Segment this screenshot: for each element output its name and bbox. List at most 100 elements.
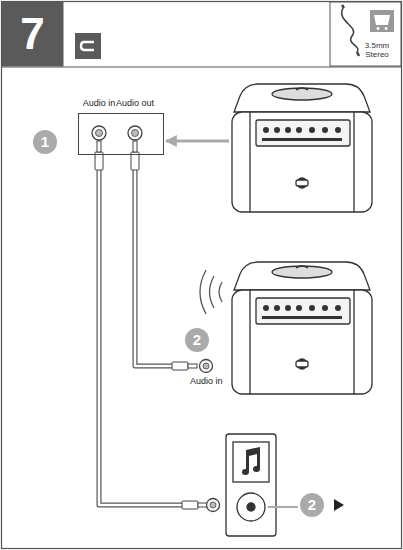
cable-icon-box bbox=[342, 5, 359, 56]
control-panel bbox=[262, 138, 342, 141]
jack-plug bbox=[182, 501, 198, 509]
step-label: 1 bbox=[41, 134, 49, 150]
speaker bbox=[256, 120, 350, 146]
connect-icon bbox=[75, 33, 101, 59]
jack-plug bbox=[188, 364, 197, 368]
audio-cable bbox=[99, 170, 190, 505]
control-panel bbox=[262, 305, 342, 319]
sound-waves bbox=[210, 276, 215, 308]
step-label: 2 bbox=[308, 497, 316, 513]
cable-icon-box bbox=[370, 10, 394, 32]
speaker bbox=[353, 290, 354, 394]
speaker bbox=[353, 112, 354, 212]
port-label: Audio in bbox=[189, 376, 224, 386]
music-player bbox=[226, 434, 276, 536]
speaker bbox=[232, 84, 372, 212]
port-label: Audio in bbox=[83, 99, 116, 108]
step-label: 2 bbox=[193, 332, 201, 348]
jack bbox=[128, 126, 142, 140]
audio-cable bbox=[135, 170, 180, 366]
port-label: Audio out bbox=[116, 99, 154, 108]
control-panel bbox=[262, 127, 342, 141]
jack-plug bbox=[95, 141, 207, 509]
callout-number: 2 bbox=[185, 328, 209, 352]
speaker bbox=[232, 290, 372, 394]
jack bbox=[132, 130, 139, 137]
speaker bbox=[234, 84, 370, 112]
step-tile bbox=[2, 2, 64, 67]
control-panel bbox=[322, 305, 328, 311]
jack-plug bbox=[97, 141, 101, 152]
sound-waves bbox=[200, 270, 222, 314]
music-note bbox=[242, 447, 260, 475]
step-label: 7 bbox=[20, 11, 44, 57]
control-panel bbox=[309, 305, 315, 311]
control-panel bbox=[274, 127, 280, 133]
control-panel bbox=[274, 305, 280, 311]
speaker bbox=[297, 178, 307, 188]
jack bbox=[200, 360, 213, 373]
pointer-arrow bbox=[166, 141, 229, 142]
audio-cable bbox=[99, 170, 190, 505]
cable-icon-box bbox=[330, 2, 401, 66]
jack-plug bbox=[172, 362, 188, 370]
control-panel bbox=[335, 305, 341, 311]
music-player bbox=[233, 442, 269, 482]
control-panel bbox=[296, 127, 302, 133]
control-panel bbox=[262, 316, 342, 319]
speaker bbox=[272, 88, 332, 100]
speaker bbox=[296, 266, 308, 268]
play-symbol bbox=[268, 506, 298, 508]
audio-cable bbox=[135, 170, 180, 366]
cable-icon-box bbox=[330, 2, 401, 66]
speaker bbox=[297, 359, 307, 369]
speaker bbox=[296, 361, 308, 367]
music-player bbox=[237, 493, 265, 521]
sound-waves bbox=[219, 282, 222, 302]
jack bbox=[96, 130, 103, 137]
page-frame bbox=[2, 66, 402, 67]
callout-number: 1 bbox=[33, 130, 57, 154]
speaker bbox=[232, 112, 372, 212]
step-number: 7 bbox=[2, 2, 63, 66]
callout-number: 2 bbox=[300, 493, 324, 517]
jack bbox=[210, 502, 216, 508]
sound-waves bbox=[200, 270, 206, 314]
cable-label: 3.5mm Stereo bbox=[359, 42, 395, 59]
audio-cable bbox=[99, 170, 190, 505]
control-panel bbox=[309, 127, 315, 133]
music-player bbox=[226, 434, 276, 536]
jack-plug bbox=[198, 503, 207, 507]
speaker bbox=[272, 266, 332, 278]
speaker bbox=[296, 180, 308, 186]
speaker bbox=[234, 262, 370, 290]
music-note bbox=[242, 447, 260, 475]
control-panel bbox=[296, 305, 302, 311]
cable-caption: 3.5mm Stereo bbox=[331, 36, 400, 65]
control-panel bbox=[285, 305, 291, 311]
control-panel bbox=[335, 127, 341, 133]
play-symbol bbox=[334, 499, 344, 511]
cable-icon-box bbox=[342, 8, 358, 52]
speaker bbox=[249, 290, 250, 394]
control-panel bbox=[322, 127, 328, 133]
control-panel bbox=[263, 305, 269, 311]
connect-icon bbox=[81, 42, 94, 50]
music-player bbox=[247, 503, 255, 511]
jack bbox=[92, 126, 142, 140]
jack bbox=[92, 126, 106, 140]
control-panel bbox=[285, 127, 291, 133]
speaker bbox=[232, 262, 372, 394]
jack-panel: Audio inAudio out bbox=[74, 97, 168, 155]
jack bbox=[207, 499, 220, 512]
panel-outline bbox=[78, 113, 164, 155]
speaker bbox=[296, 88, 308, 90]
connect-icon bbox=[75, 33, 101, 59]
speaker bbox=[256, 298, 350, 324]
control-panel bbox=[263, 127, 269, 133]
step-tile bbox=[2, 2, 64, 67]
pointer-arrow bbox=[166, 140, 229, 143]
